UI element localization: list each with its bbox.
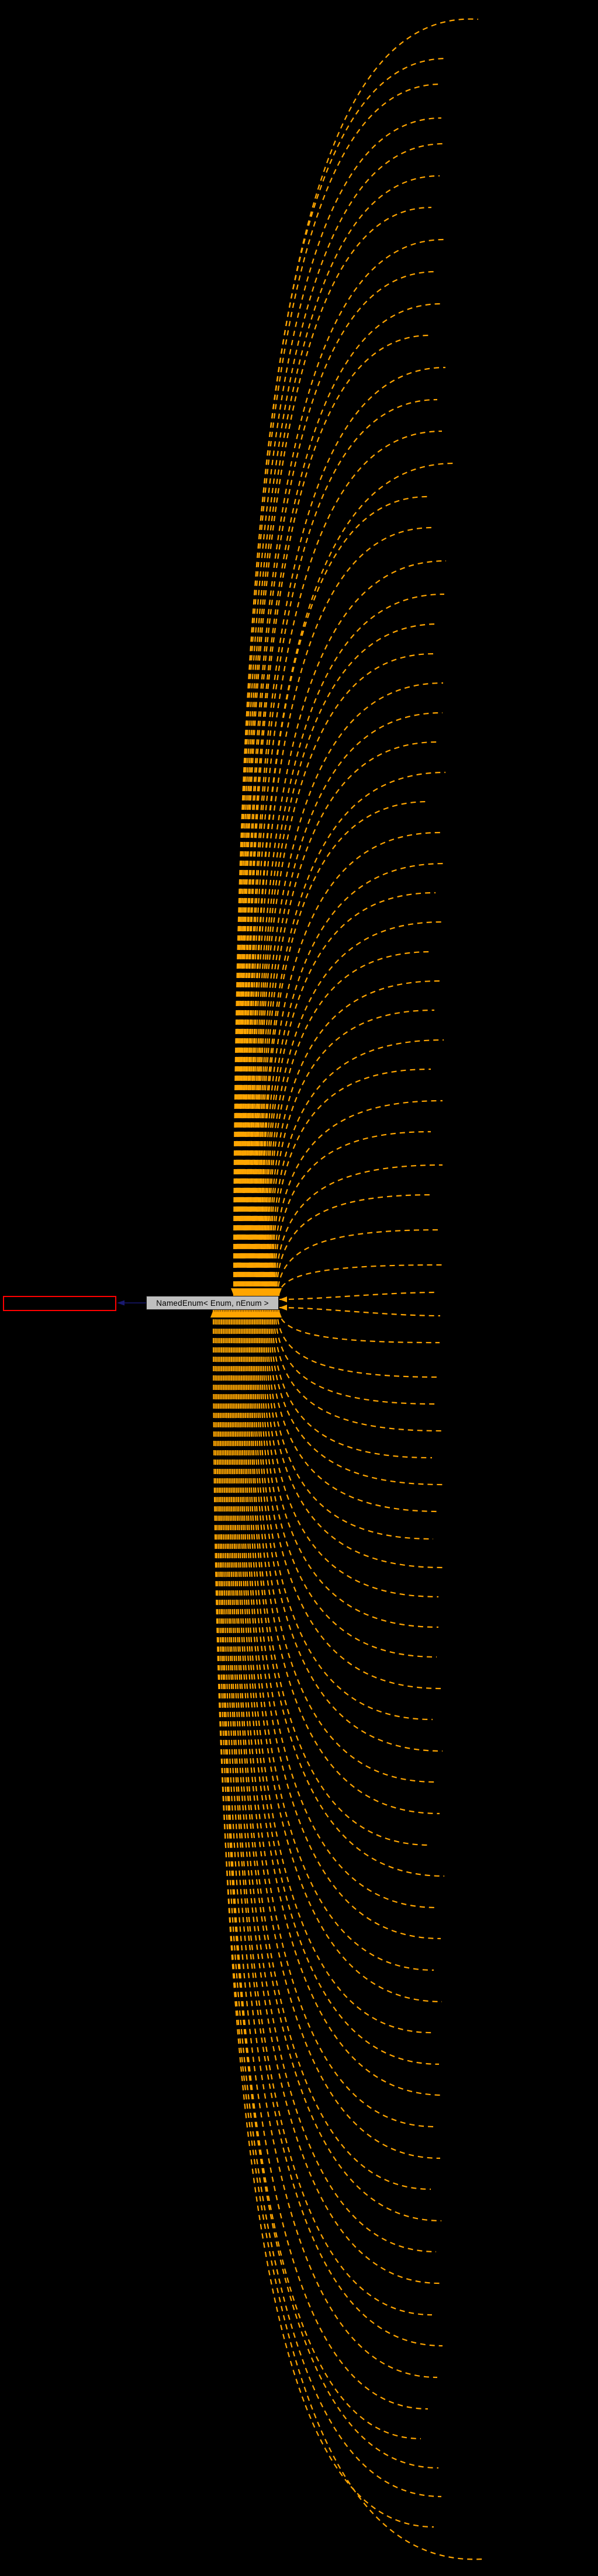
template-edge: [240, 1309, 432, 2034]
template-edge: [279, 1291, 438, 1301]
template-edge: [247, 1309, 438, 1909]
template-edge: [269, 1309, 444, 1486]
template-edge: [237, 143, 445, 1296]
template-edge: [254, 623, 439, 1296]
truncated-node[interactable]: [3, 1296, 116, 1311]
template-edge: [212, 1309, 484, 2560]
template-edge: [263, 862, 445, 1296]
template-edge: [268, 980, 440, 1296]
template-edge: [237, 1309, 444, 2096]
template-edge: [229, 1309, 437, 2253]
template-edge: [227, 1309, 440, 2284]
edge-arrowhead: [210, 1310, 216, 1318]
template-edge: [253, 1309, 436, 1783]
template-edge: [250, 1309, 431, 1846]
template-edge: [248, 1309, 445, 1877]
template-edge: [275, 1164, 443, 1296]
template-edge: [247, 430, 443, 1296]
template-edge: [263, 1309, 439, 1598]
template-edge: [222, 1309, 438, 2379]
template-edge: [236, 117, 442, 1296]
template-edge: [271, 1309, 433, 1459]
template-edge: [267, 1309, 434, 1540]
template-edge: [276, 1194, 433, 1296]
template-edge: [238, 1309, 440, 2065]
template-edge: [252, 1309, 440, 1815]
template-edge: [257, 682, 444, 1296]
template-edge: [244, 334, 430, 1296]
edge-arrowhead: [279, 1296, 287, 1302]
template-node: NamedEnum< Enum, nEnum >: [146, 1296, 279, 1310]
template-edge: [253, 593, 445, 1296]
template-edge: [248, 462, 455, 1296]
template-edge: [279, 1306, 441, 1317]
template-edge: [244, 1309, 434, 1971]
template-edge: [235, 83, 442, 1296]
template-edge: [259, 741, 438, 1296]
template-edge: [240, 206, 432, 1296]
template-edge: [230, 1309, 442, 2222]
template-edge: [219, 1309, 421, 2440]
template-edge: [270, 1039, 444, 1296]
template-edge: [271, 1068, 431, 1296]
edge-arrowhead: [276, 1288, 282, 1296]
template-node-label: NamedEnum< Enum, nEnum >: [156, 1298, 269, 1308]
template-edge: [258, 1309, 441, 1690]
template-edge: [265, 921, 443, 1296]
template-edge: [246, 366, 446, 1296]
template-edge: [250, 495, 428, 1296]
template-edge: [278, 1264, 443, 1296]
template-edge: [260, 771, 446, 1296]
template-edge: [242, 271, 436, 1296]
template-edge: [275, 1309, 437, 1405]
template-edge: [236, 1309, 435, 2128]
template-edge: [265, 1309, 444, 1569]
template-edge: [243, 303, 442, 1296]
template-edge: [273, 1309, 442, 1432]
template-edge: [220, 1309, 428, 2410]
template-edge: [262, 831, 441, 1296]
template-edge: [252, 560, 447, 1296]
edge-arrowhead: [279, 1305, 287, 1310]
template-edge: [276, 1309, 441, 1378]
template-edge: [268, 1309, 441, 1513]
template-edge: [238, 175, 440, 1296]
template-edge: [272, 1100, 443, 1296]
template-edge: [261, 1309, 439, 1628]
template-edge: [224, 1309, 443, 2347]
template-edge: [217, 1309, 439, 2469]
template-edge: [251, 526, 433, 1296]
template-edge: [258, 712, 443, 1296]
template-edge: [241, 238, 445, 1296]
template-edge: [269, 1009, 435, 1296]
template-edge: [214, 1309, 434, 2528]
template-edge: [226, 1309, 433, 2316]
template-edge: [234, 57, 448, 1296]
edge-arrowhead: [117, 1300, 125, 1306]
template-edge: [216, 1309, 442, 2498]
template-edge: [274, 1131, 431, 1296]
template-edge: [278, 1309, 440, 1344]
template-edge: [276, 1229, 440, 1296]
template-edge: [255, 1309, 443, 1752]
template-edge: [247, 398, 438, 1296]
template-edge: [264, 892, 436, 1296]
template-edge: [242, 1309, 443, 2003]
template-edge: [245, 1309, 441, 1940]
template-edge: [267, 951, 432, 1296]
template-edge: [234, 1309, 441, 2159]
template-edge: [257, 1309, 433, 1721]
